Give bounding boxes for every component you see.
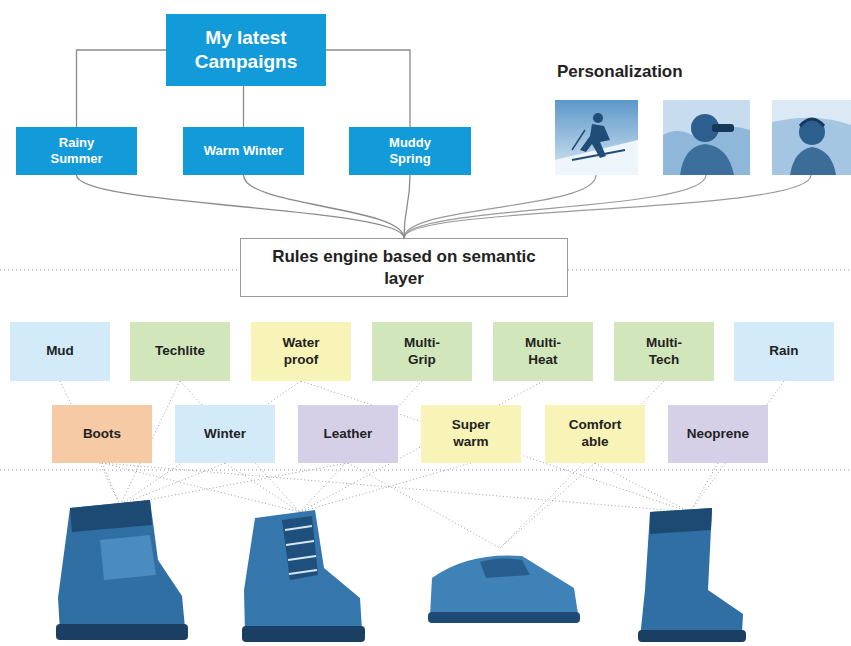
connector <box>77 175 405 238</box>
tag-box: Winter <box>175 405 275 463</box>
tag-box: Mud <box>10 322 110 381</box>
node-label: Rainy Summer <box>45 135 109 168</box>
tag-box: Multi-Heat <box>493 322 593 381</box>
node-label: Rules engine based on semantic layer <box>254 246 554 289</box>
connector <box>77 50 167 127</box>
hiker-photo <box>772 100 851 175</box>
section-label: Personalization <box>557 62 683 82</box>
node-label: Comfort able <box>564 417 626 451</box>
input-curve <box>404 175 811 238</box>
rubber-boot <box>638 508 746 642</box>
connector <box>326 50 410 127</box>
node-label: Winter <box>204 426 246 443</box>
connector <box>404 175 410 238</box>
node-label: Multi-Grip <box>392 335 452 369</box>
node-label: Leather <box>324 426 373 443</box>
node-label: Multi-Heat <box>513 335 573 369</box>
node-label: Techlite <box>155 343 205 360</box>
node-label: My latest Campaigns <box>172 26 320 74</box>
tag-box: Multi-Grip <box>372 322 472 381</box>
tag-box: Water proof <box>251 322 351 381</box>
campaign-box: Rainy Summer <box>16 127 137 175</box>
campaign-box: Warm Winter <box>183 127 304 175</box>
node-label: Neoprene <box>687 426 749 443</box>
lace-up-boot <box>242 510 365 642</box>
node-label: Water proof <box>271 335 331 369</box>
tag-box: Neoprene <box>668 405 768 463</box>
separator-line <box>0 469 851 470</box>
tag-links <box>60 381 784 548</box>
campaign-box: My latest Campaigns <box>166 14 326 86</box>
hunter-photo <box>663 100 750 175</box>
tag-box: Super warm <box>421 405 521 463</box>
engine-box: Rules engine based on semantic layer <box>240 238 568 297</box>
tag-box: Rain <box>734 322 834 381</box>
tag-box: Boots <box>52 405 152 463</box>
connector <box>243 86 244 127</box>
tag-box: Comfort able <box>545 405 645 463</box>
node-label: Multi-Tech <box>634 335 694 369</box>
pull-on-boot <box>56 500 188 640</box>
tag-box: Techlite <box>130 322 230 381</box>
campaign-box: Muddy Spring <box>349 127 471 175</box>
node-label: Boots <box>83 426 121 443</box>
node-label: Rain <box>769 343 798 360</box>
low-shoe <box>428 555 580 623</box>
input-curve <box>404 175 706 238</box>
node-label: Super warm <box>441 417 501 451</box>
node-label: Muddy Spring <box>378 135 442 168</box>
tag-box: Multi-Tech <box>614 322 714 381</box>
node-label: Mud <box>46 343 74 360</box>
tag-box: Leather <box>298 405 398 463</box>
connector <box>244 175 405 238</box>
node-label: Warm Winter <box>204 143 284 159</box>
skier-photo <box>555 100 638 175</box>
